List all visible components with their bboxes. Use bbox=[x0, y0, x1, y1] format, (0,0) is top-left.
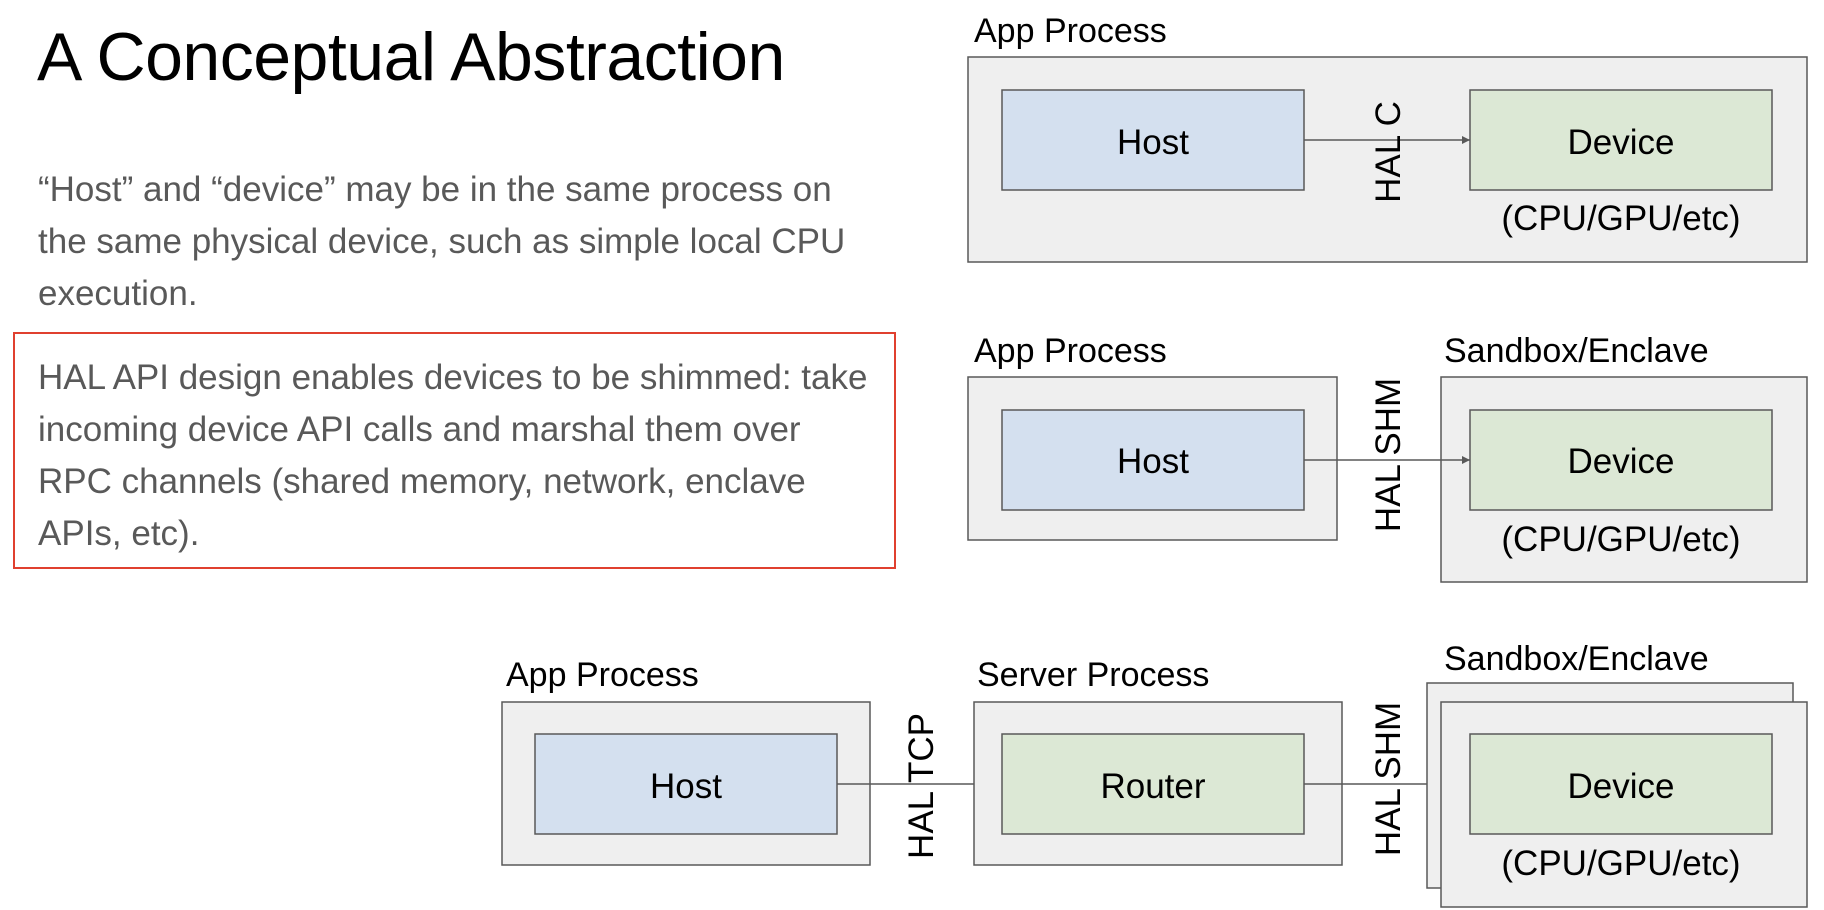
device-box bbox=[1469, 89, 1773, 191]
host-box bbox=[1001, 89, 1305, 191]
device-sublabel: (CPU/GPU/etc) bbox=[1501, 844, 1740, 883]
diagram-remote-router: App Process Host HAL TCP Server Process … bbox=[501, 640, 1808, 908]
hal-shm-channel-label: HAL SHM bbox=[1369, 702, 1408, 856]
server-process-label: Server Process bbox=[977, 656, 1209, 694]
device-sublabel: (CPU/GPU/etc) bbox=[1501, 520, 1740, 559]
app-process-label: App Process bbox=[974, 12, 1167, 50]
device-box bbox=[1469, 409, 1773, 511]
host-label: Host bbox=[1117, 442, 1189, 481]
device-label: Device bbox=[1568, 442, 1675, 481]
hal-c-channel-label: HAL C bbox=[1369, 101, 1408, 203]
app-process-label: App Process bbox=[974, 332, 1167, 370]
device-label: Device bbox=[1568, 767, 1675, 806]
slide-title: A Conceptual Abstraction bbox=[37, 19, 785, 95]
highlight-box bbox=[13, 332, 896, 569]
host-label: Host bbox=[650, 767, 722, 806]
host-box bbox=[1001, 409, 1305, 511]
diagram-sandbox-shm: App Process Host Sandbox/Enclave Device … bbox=[967, 332, 1808, 583]
hal-tcp-channel-label: HAL TCP bbox=[902, 713, 941, 859]
sandbox-enclave-label: Sandbox/Enclave bbox=[1444, 332, 1709, 370]
device-box bbox=[1469, 733, 1773, 835]
hal-shm-channel-label: HAL SHM bbox=[1369, 378, 1408, 532]
host-label: Host bbox=[1117, 123, 1189, 162]
device-sublabel: (CPU/GPU/etc) bbox=[1501, 199, 1740, 238]
intro-paragraph: “Host” and “device” may be in the same p… bbox=[38, 170, 846, 313]
router-label: Router bbox=[1100, 767, 1205, 806]
device-label: Device bbox=[1568, 123, 1675, 162]
highlighted-paragraph: HAL API design enables devices to be shi… bbox=[38, 358, 868, 553]
router-box bbox=[1001, 733, 1305, 835]
app-process-label: App Process bbox=[506, 656, 699, 694]
host-box bbox=[534, 733, 838, 835]
diagram-local-execution: App Process Host Device (CPU/GPU/etc) HA… bbox=[967, 12, 1808, 263]
sandbox-enclave-label: Sandbox/Enclave bbox=[1444, 640, 1709, 678]
